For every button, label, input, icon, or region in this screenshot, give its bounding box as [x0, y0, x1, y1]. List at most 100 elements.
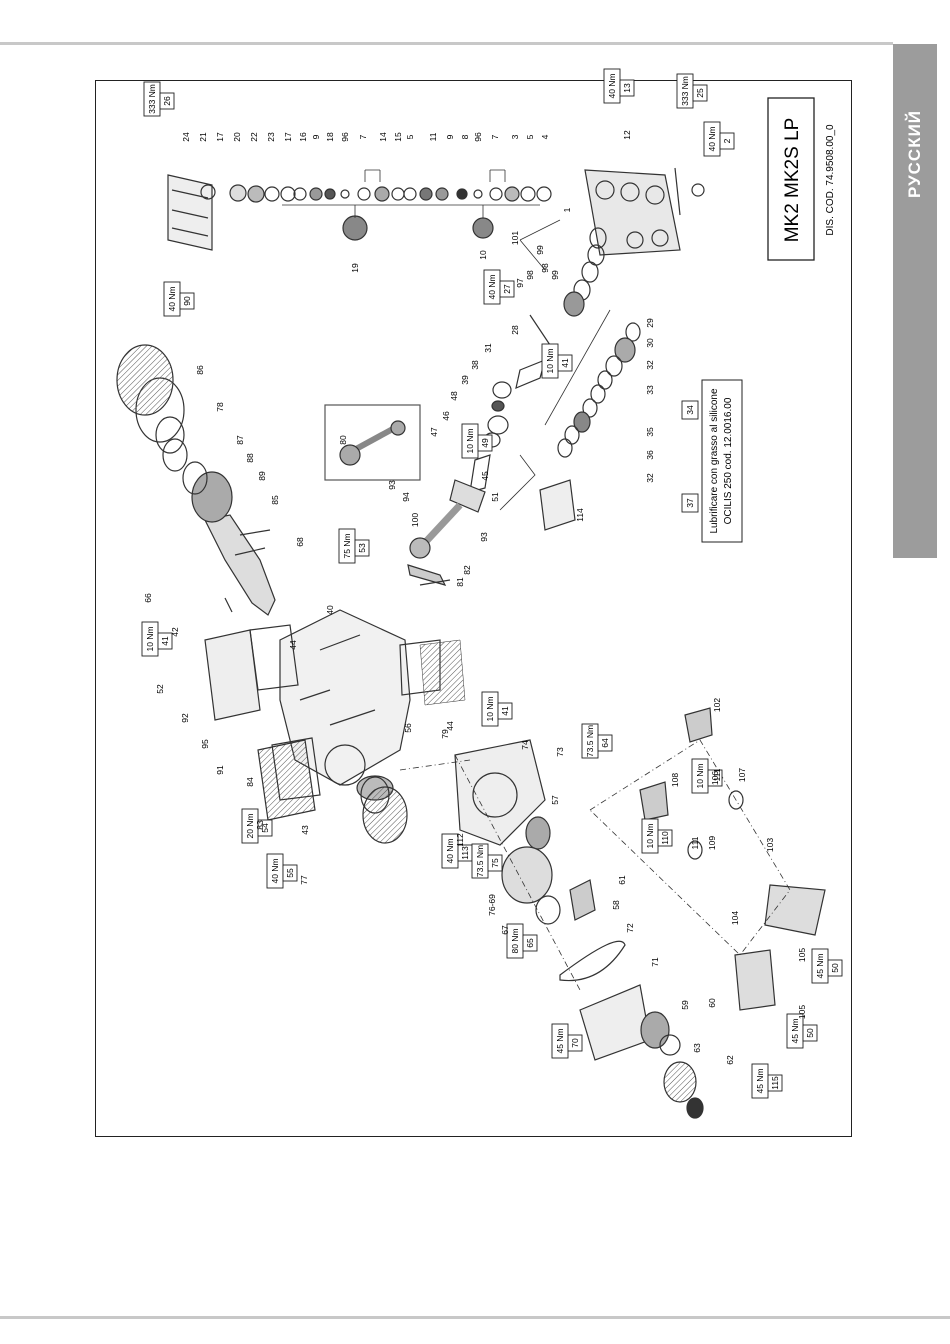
drawing-code: DIS. COD. 74.9508.00_0	[825, 124, 836, 236]
part-number-label: 88	[245, 453, 255, 463]
torque-value: 10 Nm	[145, 626, 155, 651]
part-number-label: 58	[611, 900, 621, 910]
torque-value: 40 Nm	[707, 126, 717, 151]
note-line-1: Lubrificare con grasso al silicone	[709, 388, 720, 534]
part-number-label: 61	[617, 875, 627, 885]
note-line-2: OCILIS 250 cod. 12.0016.00	[723, 397, 734, 524]
part-number-label: 73	[555, 747, 565, 757]
part-number-label: 11	[428, 132, 438, 141]
part-number-label: 102	[712, 698, 722, 712]
torque-value: 45 Nm	[815, 953, 825, 978]
part-number-label: 8	[460, 134, 470, 139]
part-number-label: 111	[712, 768, 722, 781]
part-number-label: 5	[525, 134, 535, 139]
part-number-label: 9	[311, 134, 321, 139]
top-rule	[0, 42, 893, 45]
torque-value: 20 Nm	[245, 813, 255, 838]
part-number-label: 46	[441, 411, 451, 421]
part-number-label: 79	[440, 729, 450, 739]
torque-part-number: 13	[622, 83, 632, 93]
part-number-label: 32	[645, 360, 655, 370]
boxed-part-label: 34	[685, 405, 695, 415]
part-number-label: 87	[235, 435, 245, 445]
torque-tag: 45 Nm 115	[751, 1063, 783, 1099]
part-number-label: 4	[540, 134, 550, 139]
part-number-label: 19	[350, 263, 360, 273]
leader-lines	[282, 169, 611, 511]
torque-part-number: 41	[500, 706, 510, 716]
torque-part-number: 41	[160, 636, 170, 646]
language-tab: РУССКИЙ	[893, 44, 937, 558]
part-number-label: 105	[797, 1005, 807, 1019]
part-number-label: 33	[645, 385, 655, 395]
part-number-label: 98	[525, 270, 535, 280]
torque-part-number: 65	[525, 938, 535, 948]
part-number-label: 111	[690, 836, 700, 849]
part-number-label: 78	[215, 402, 225, 412]
part-number-label: 38	[470, 360, 480, 370]
part-number-label: 97	[515, 278, 525, 288]
part-number-label: 16	[298, 132, 308, 142]
torque-part-number: 90	[182, 296, 192, 306]
boxed-part-number: 37	[681, 493, 699, 513]
part-number-label: 9	[445, 134, 455, 139]
torque-value: 10 Nm	[695, 763, 705, 788]
torque-value: 333 Nm	[147, 84, 157, 114]
part-number-label: 36	[645, 450, 655, 460]
part-number-label: 15	[393, 132, 403, 142]
torque-tag: 10 Nm 41	[141, 621, 173, 657]
part-number-label: 24	[181, 132, 191, 142]
torque-part-number: 27	[502, 284, 512, 294]
part-number-label: 62	[725, 1055, 735, 1065]
part-number-label: 32	[645, 473, 655, 483]
part-number-label: 107	[737, 768, 747, 782]
part-number-label: 22	[249, 132, 259, 142]
torque-value: 40 Nm	[445, 838, 455, 863]
torque-part-number: 50	[830, 963, 840, 973]
part-number-label: 1	[562, 207, 572, 212]
part-number-label: 96	[340, 132, 350, 142]
part-number-label: 86	[195, 365, 205, 375]
assembly-lines	[399, 739, 791, 991]
torque-part-number: 50	[805, 1028, 815, 1038]
part-number-label: 7	[358, 134, 368, 139]
torque-value: 80 Nm	[510, 928, 520, 953]
torque-value: 40 Nm	[270, 858, 280, 883]
torque-value: 73.5 Nm	[475, 845, 485, 877]
part-number-label: 76-69	[487, 894, 497, 916]
torque-value: 40 Nm	[167, 286, 177, 311]
torque-value: 45 Nm	[555, 1028, 565, 1053]
part-number-label: 96	[473, 132, 483, 142]
torque-value: 45 Nm	[755, 1068, 765, 1093]
title-block: MK2 MK2S LP DIS. COD. 74.9508.00_0	[767, 97, 836, 261]
torque-part-number: 49	[480, 438, 490, 448]
torque-part-number: 41	[560, 358, 570, 368]
part-number-label: 93	[387, 480, 397, 490]
torque-part-number: 75	[490, 858, 500, 868]
lubrication-note: Lubrificare con grasso al silicone OCILI…	[701, 379, 743, 543]
torque-tag: 80 Nm 65	[506, 923, 538, 959]
part-number-label: 44	[445, 721, 455, 731]
part-number-label: 39	[460, 375, 470, 385]
torque-part-number: 53	[357, 543, 367, 553]
part-number-label: 42	[170, 627, 180, 637]
part-number-label: 82	[462, 565, 472, 575]
torque-part-number: 115	[770, 1076, 780, 1090]
part-number-label: 21	[198, 132, 208, 142]
part-number-label: 3	[510, 134, 520, 139]
part-number-label: 51	[490, 492, 500, 502]
